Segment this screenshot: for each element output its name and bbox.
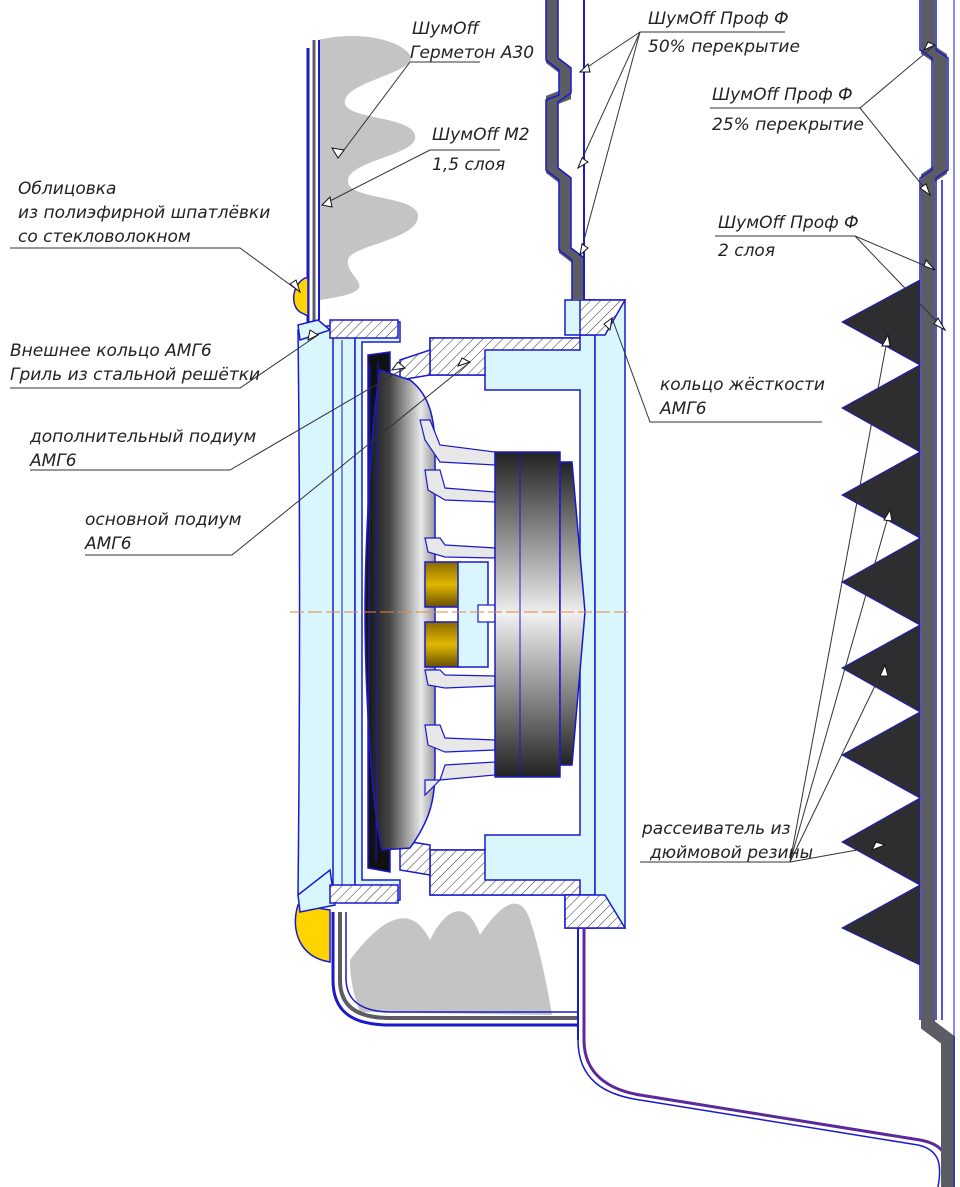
left-door-panel: [306, 35, 419, 325]
label-main-podium-2: АМГ6: [84, 534, 132, 554]
label-prof-f-50-1: ШумOff Проф Ф: [648, 9, 789, 29]
putty-facing-bottom: [294, 904, 331, 963]
label-m2-layers: 1,5 слоя: [432, 155, 505, 175]
magnet-bottom: [424, 621, 461, 668]
sealant-bottom-blob: [350, 903, 552, 1015]
label-outer-ring: Внешнее кольцо АМГ6: [10, 341, 212, 361]
leader-lines: [10, 31, 946, 863]
label-prof-f-25-1: ШумOff Проф Ф: [712, 85, 853, 105]
label-facing-3: со стекловолокном: [18, 227, 191, 247]
leader-arrows: [289, 41, 947, 851]
label-shumoff-m2: ШумOff М2: [432, 125, 530, 145]
label-gerometon: Герметон А30: [410, 43, 534, 63]
speaker-assembly: [290, 299, 630, 929]
label-extra-podium-2: АМГ6: [29, 451, 77, 471]
right-outer-panel: [919, 0, 955, 1187]
label-main-podium-1: основной подиум: [85, 510, 242, 530]
label-prof-f-2-1: ШумOff Проф Ф: [718, 213, 859, 233]
label-stiff-ring-1: кольцо жёсткости: [660, 375, 825, 395]
magnet-top: [424, 561, 461, 608]
label-extra-podium-1: дополнительный подиум: [29, 427, 256, 447]
label-facing-1: Облицовка: [18, 179, 116, 199]
sealant-top-blob: [318, 35, 419, 300]
labels: ШумOff Герметон А30 ШумOff М2 1,5 слоя О…: [10, 9, 864, 863]
label-prof-f-50-2: 50% перекрытие: [648, 37, 800, 57]
label-grille: Гриль из стальной решётки: [10, 365, 260, 385]
label-prof-f-25-2: 25% перекрытие: [712, 115, 864, 135]
label-prof-f-2-2: 2 слоя: [718, 241, 775, 261]
label-diffuser-2: дюймовой резины: [649, 843, 813, 863]
speaker-cone: [364, 369, 436, 851]
label-facing-2: из полиэфирной шпатлёвки: [18, 203, 270, 223]
lower-door-panel: [331, 903, 579, 1030]
label-shumoff: ШумOff: [412, 19, 480, 39]
label-diffuser-1: рассеиватель из: [641, 819, 791, 839]
basket-spokes: [419, 419, 496, 797]
back-plate: [494, 451, 561, 778]
label-stiff-ring-2: АМГ6: [659, 399, 707, 419]
rubber-diffuser: [840, 279, 922, 966]
